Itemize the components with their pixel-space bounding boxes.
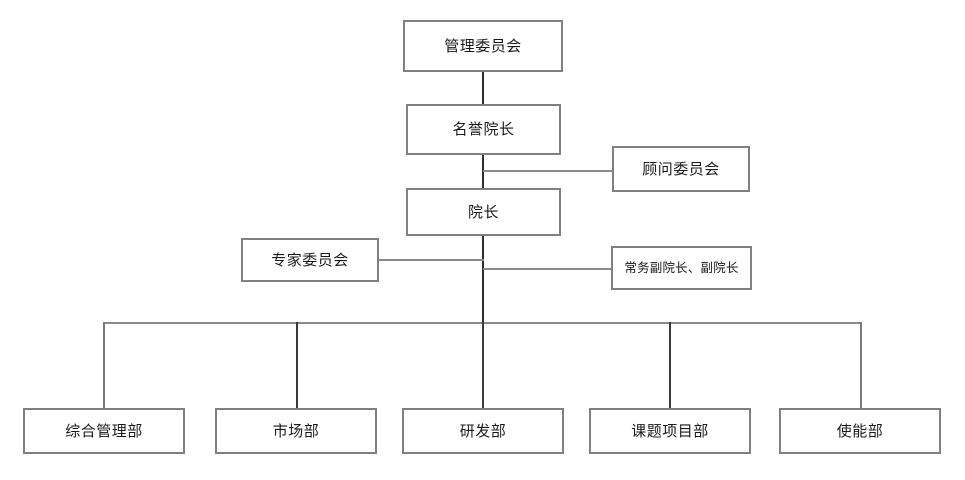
connector-drop-dept-5 <box>860 322 862 408</box>
node-dean[interactable]: 院长 <box>406 188 561 236</box>
node-department-market[interactable]: 市场部 <box>215 408 377 454</box>
connector-honorary-to-dean <box>482 155 484 188</box>
node-department-research-project[interactable]: 课题项目部 <box>589 408 751 454</box>
node-department-comprehensive-management[interactable]: 综合管理部 <box>23 408 185 454</box>
node-advisory-committee[interactable]: 顾问委员会 <box>612 146 750 192</box>
node-honorary-dean[interactable]: 名誉院长 <box>406 104 561 155</box>
connector-management-to-honorary <box>482 72 484 104</box>
connector-drop-dept-4 <box>669 322 671 408</box>
connector-dean-to-advisory <box>483 170 613 172</box>
node-vice-deans[interactable]: 常务副院长、副院长 <box>611 246 752 290</box>
connector-drop-dept-1 <box>103 322 105 408</box>
node-department-enablement[interactable]: 使能部 <box>779 408 941 454</box>
connector-dean-to-vicedeans <box>483 268 613 270</box>
connector-dean-to-bus <box>482 236 484 324</box>
connector-dean-to-expert <box>378 259 484 261</box>
node-management-committee[interactable]: 管理委员会 <box>403 20 563 72</box>
connector-drop-dept-3 <box>482 322 484 408</box>
node-department-rnd[interactable]: 研发部 <box>402 408 564 454</box>
node-expert-committee[interactable]: 专家委员会 <box>241 238 379 282</box>
connector-drop-dept-2 <box>296 322 298 408</box>
